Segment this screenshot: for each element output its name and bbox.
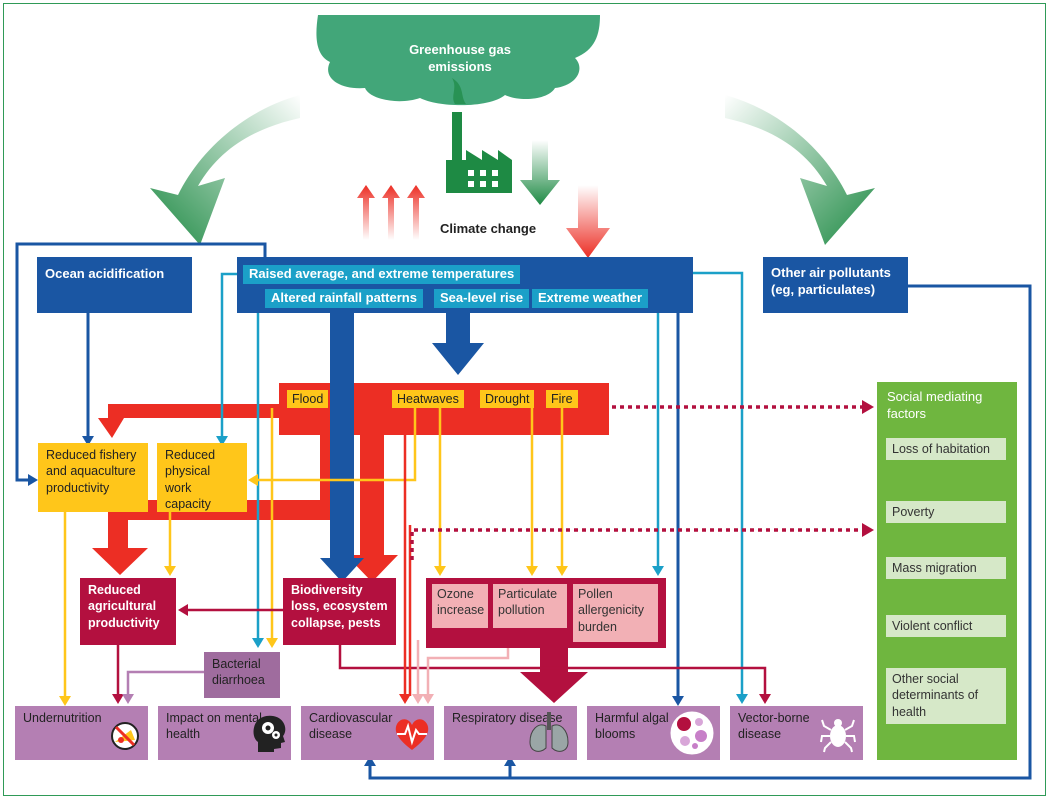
- greenhouse-gas-label: Greenhouse gas emissions: [409, 42, 511, 74]
- mauve-line: [126, 670, 204, 696]
- tick-icon: [820, 719, 856, 753]
- social-item: Violent conflict: [886, 615, 1006, 638]
- heat-up-arrows: [357, 185, 425, 240]
- undernutrition-box: Undernutrition: [15, 706, 148, 760]
- temperatures-label: Raised average, and extreme temperatures: [243, 265, 521, 284]
- green-curved-arrow-right: [725, 95, 875, 245]
- algal-box: Harmful algal blooms: [587, 706, 720, 760]
- mental-health-label: Impact on mental health: [166, 711, 262, 742]
- algae-cells-icon: [670, 711, 714, 755]
- yellow-arrowheads: [59, 474, 568, 706]
- blue-flow: [320, 312, 484, 582]
- algal-label: Harmful algal blooms: [595, 711, 669, 742]
- social-factors-title: Social mediating factors: [887, 389, 983, 421]
- green-down-arrow: [520, 140, 560, 205]
- lungs-icon: [529, 712, 569, 752]
- work-capacity-box: Reduced physical work capacity: [157, 443, 247, 512]
- cloud-shape: [316, 15, 600, 106]
- heat-down-arrow: [566, 185, 610, 258]
- social-item: Poverty: [886, 501, 1006, 524]
- respiratory-box: Respiratory disease: [444, 706, 577, 760]
- agriculture-box: Reduced agricultural productivity: [80, 578, 176, 645]
- mental-health-box: Impact on mental health: [158, 706, 291, 760]
- fire-label: Fire: [546, 390, 578, 409]
- fishery-box: Reduced fishery and aquaculture producti…: [38, 443, 148, 512]
- drought-label: Drought: [480, 390, 535, 409]
- rainfall-label: Altered rainfall patterns: [265, 289, 423, 308]
- green-curved-arrow-left: [150, 95, 300, 245]
- no-food-icon: [111, 722, 139, 750]
- vector-box: Vector-borne disease: [730, 706, 863, 760]
- crimson-arrow-respiratory: [520, 648, 588, 703]
- respiratory-label: Respiratory disease: [452, 711, 563, 725]
- extreme-weather-label: Extreme weather: [532, 289, 649, 308]
- heatwaves-label: Heatwaves: [392, 390, 464, 409]
- diagram-frame: [3, 3, 1046, 796]
- cyan-arrowheads: [216, 436, 748, 704]
- climate-drivers-panel: Raised average, and extreme temperatures…: [237, 257, 693, 313]
- pollen-box: Pollen allergenicity burden: [573, 584, 658, 642]
- vector-label: Vector-borne disease: [738, 711, 810, 742]
- pink-lines: [416, 640, 510, 696]
- yellow-lines: [63, 408, 564, 698]
- head-gears-icon: [253, 715, 286, 752]
- air-quality-panel: Ozone increase Particulate pollution Pol…: [426, 578, 666, 648]
- blue-arrowheads: [28, 436, 684, 766]
- sea-level-label: Sea-level rise: [434, 289, 530, 308]
- crimson-lines: [116, 608, 767, 696]
- heart-icon: [395, 719, 429, 750]
- cardiovascular-box: Cardiovascular disease: [301, 706, 434, 760]
- cardiovascular-label: Cardiovascular disease: [309, 711, 393, 742]
- social-item: Loss of habitation: [886, 438, 1006, 461]
- particulate-box: Particulate pollution: [493, 584, 567, 628]
- ozone-box: Ozone increase: [432, 584, 488, 628]
- social-factors-panel: Social mediating factors Loss of habitat…: [877, 382, 1017, 760]
- undernutrition-label: Undernutrition: [23, 711, 102, 725]
- social-item: Mass migration: [886, 557, 1006, 580]
- crimson-arrowheads: [112, 604, 771, 704]
- dotted-lines: [410, 405, 862, 560]
- flood-label: Flood: [287, 390, 329, 409]
- social-item: Other social determinants of health: [886, 668, 1006, 724]
- bacterial-box: Bacterial diarrhoea: [204, 652, 280, 698]
- ocean-acidification-box: Ocean acidification: [37, 257, 192, 313]
- air-pollutants-box: Other air pollutants (eg, particulates): [763, 257, 908, 313]
- biodiversity-box: Biodiversity loss, ecosystem collapse, p…: [283, 578, 396, 645]
- climate-change-label: Climate change: [440, 221, 537, 236]
- blue-lines: [15, 242, 1032, 780]
